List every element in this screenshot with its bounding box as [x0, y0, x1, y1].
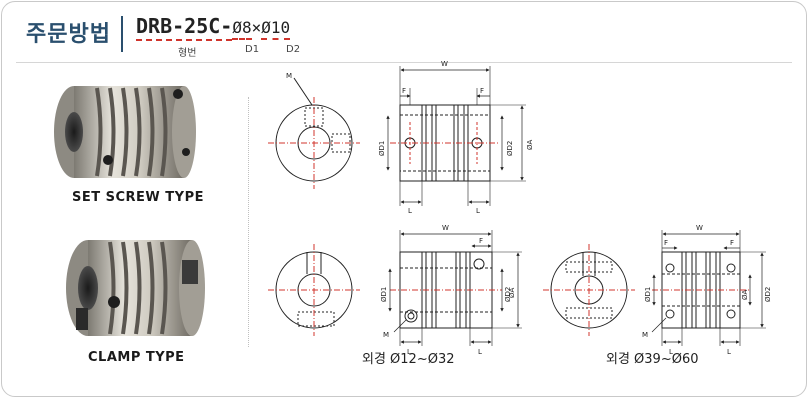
- screw-hole-hidden: [331, 133, 351, 153]
- clamp-screw-head: [182, 260, 198, 284]
- clamp-screw-hidden: [297, 311, 335, 327]
- set-screw-end-view: [268, 77, 360, 189]
- f-label: F: [480, 87, 484, 95]
- a-label: ØA: [526, 139, 534, 150]
- set-screw-coupling-photo: [54, 86, 196, 178]
- set-screw-type-label: SET SCREW TYPE: [72, 190, 204, 205]
- clamp-screw-inner: [407, 312, 415, 320]
- model-number: DRB-25C-Ø8×Ø10: [136, 14, 291, 41]
- l-label: L: [727, 348, 731, 356]
- clamp-large-side-view: [651, 230, 766, 346]
- d1-value: Ø8: [232, 18, 252, 40]
- f-label: F: [664, 239, 668, 247]
- l-label: L: [407, 348, 411, 356]
- l-label: L: [669, 348, 673, 356]
- d1-label: ØD1: [644, 287, 652, 302]
- title-divider: [121, 16, 123, 52]
- a-label: ØA: [508, 287, 516, 298]
- clamp-slot: [76, 308, 88, 330]
- bore-hole: [65, 112, 83, 152]
- w-label: W: [442, 224, 449, 232]
- f-label: F: [402, 87, 406, 95]
- m-label: M: [286, 72, 292, 80]
- m-label: M: [383, 331, 389, 339]
- w-label: W: [441, 60, 448, 68]
- l-label: L: [478, 348, 482, 356]
- column-separator: [248, 97, 249, 347]
- d2-label: ØD2: [506, 141, 514, 156]
- small-range-caption: 외경 Ø12~Ø32: [362, 352, 455, 367]
- clamp-screw-circle: [665, 263, 675, 273]
- l-label: L: [408, 207, 412, 215]
- m-leader: [293, 77, 313, 106]
- clamp-coupling-photo: [66, 240, 205, 336]
- coupling-far-end: [179, 240, 205, 336]
- times-sign: ×: [251, 18, 262, 37]
- model-sublabel: 형번: [178, 48, 197, 59]
- clamp-small-side-view: [388, 230, 522, 346]
- a-label: ØA: [741, 289, 749, 300]
- clamp-screw: [108, 296, 120, 308]
- section-title: 주문방법: [26, 22, 111, 47]
- clamp-small-end-view: [268, 244, 360, 336]
- bore-hidden: [399, 267, 493, 313]
- l-label: L: [476, 207, 480, 215]
- d2-value: Ø10: [261, 18, 291, 40]
- bore-hole: [78, 266, 98, 310]
- d2-label: ØD2: [764, 287, 772, 302]
- model-code: DRB-25C-: [136, 14, 233, 41]
- m-leader: [651, 317, 667, 333]
- w-label: W: [696, 224, 703, 232]
- f-label: F: [479, 237, 483, 245]
- large-range-caption: 외경 Ø39~Ø60: [606, 352, 699, 367]
- slit-pattern: [108, 241, 168, 335]
- set-screw: [173, 89, 183, 99]
- m-leader: [393, 319, 407, 333]
- d2-label: ØD2: [504, 287, 512, 302]
- clamp-screw-circle: [726, 263, 736, 273]
- clamp-large-end-view: [543, 244, 635, 336]
- m-label: M: [642, 331, 648, 339]
- clamp-slit: [306, 252, 322, 274]
- d1-label: ØD1: [378, 141, 386, 156]
- set-screw: [103, 155, 113, 165]
- d1-sublabel: D1: [245, 44, 260, 55]
- clamp-screw-circle: [473, 258, 485, 270]
- clamp-screw-circle: [404, 309, 418, 323]
- coupling-far-end: [172, 86, 196, 178]
- f-label: F: [730, 239, 734, 247]
- d1-label: ØD1: [380, 287, 388, 302]
- d2-sublabel: D2: [286, 44, 301, 55]
- slit-pattern: [95, 87, 168, 177]
- clamp-screw-circle: [726, 309, 736, 319]
- clamp-screw-circle: [665, 309, 675, 319]
- set-screw-side-view: [386, 66, 526, 206]
- clamp-type-label: CLAMP TYPE: [88, 350, 185, 365]
- header-rule: [16, 62, 792, 63]
- set-screw: [182, 148, 190, 156]
